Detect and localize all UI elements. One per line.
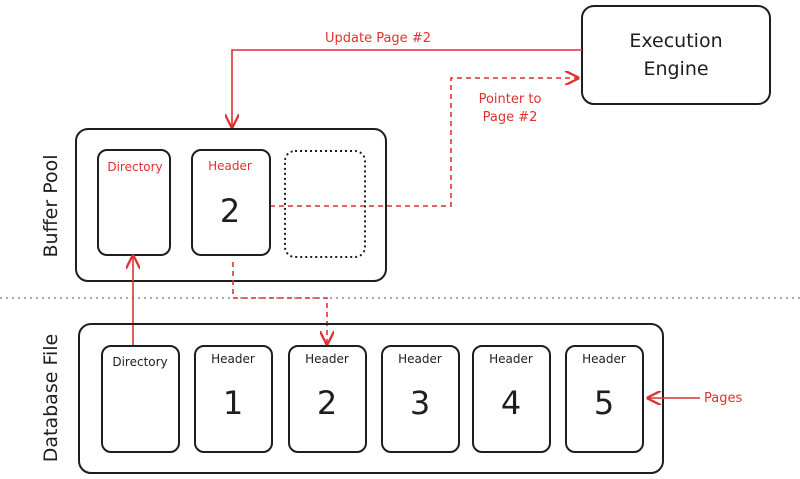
- pages-callout-label: Pages: [704, 391, 742, 406]
- disk-page-header: Header: [582, 352, 626, 366]
- disk-page-4: Header 4: [472, 345, 551, 453]
- database-file: Database File Directory Header 1 Header …: [40, 323, 664, 474]
- execution-engine-line1: Execution: [629, 30, 722, 52]
- execution-engine-box: [581, 5, 771, 105]
- database-file-label: Database File: [40, 334, 62, 463]
- disk-page-number: 5: [594, 384, 614, 422]
- buffer-pool-directory-frame: Directory: [97, 149, 171, 256]
- disk-page-number: 1: [223, 384, 243, 422]
- disk-page-number: 2: [317, 384, 337, 422]
- disk-page-header: Header: [398, 352, 442, 366]
- buffer-pool: Buffer Pool Directory Header 2: [40, 128, 387, 282]
- buffer-page-number: 2: [220, 192, 240, 230]
- disk-page-header: Header: [489, 352, 533, 366]
- execution-engine: Execution Engine: [581, 5, 771, 105]
- pointer-label-line1: Pointer to: [479, 92, 542, 107]
- buffer-directory-label: Directory: [107, 160, 162, 174]
- disk-page-1: Header 1: [194, 345, 273, 453]
- disk-directory-label: Directory: [112, 355, 167, 369]
- disk-page-number: 3: [410, 384, 430, 422]
- buffer-pool-label: Buffer Pool: [40, 154, 62, 257]
- update-page-label: Update Page #2: [325, 31, 431, 46]
- disk-page-box: [381, 345, 460, 453]
- disk-page-3: Header 3: [381, 345, 460, 453]
- update-page-arrow-line: [232, 49, 582, 127]
- disk-page-box: [194, 345, 273, 453]
- pointer-label-line2: Page #2: [483, 110, 538, 125]
- buffer-pool-box: [75, 128, 387, 282]
- disk-directory-box: [101, 345, 180, 453]
- disk-page-number: 4: [501, 384, 521, 422]
- empty-frame-slot: [284, 150, 366, 258]
- update-page-arrow: Update Page #2: [232, 31, 582, 127]
- pointer-arrow: Pointer to Page #2: [270, 78, 578, 207]
- disk-page-box: [288, 345, 367, 453]
- disk-page-5: Header 5: [565, 345, 644, 453]
- pointer-arrow-line: [270, 78, 578, 207]
- execution-engine-line2: Engine: [643, 58, 708, 80]
- disk-page-header: Header: [305, 352, 349, 366]
- page-fetch-arrow: [232, 262, 327, 344]
- disk-page-box: [472, 345, 551, 453]
- buffer-page-header-label: Header: [208, 159, 252, 173]
- disk-page-box: [565, 345, 644, 453]
- disk-directory: Directory: [101, 345, 180, 453]
- buffer-page-box: [191, 149, 271, 256]
- disk-page-header: Header: [211, 352, 255, 366]
- buffer-pool-page-frame: Header 2: [191, 149, 271, 256]
- disk-page-2: Header 2: [288, 345, 367, 453]
- pages-callout: Pages: [648, 391, 742, 406]
